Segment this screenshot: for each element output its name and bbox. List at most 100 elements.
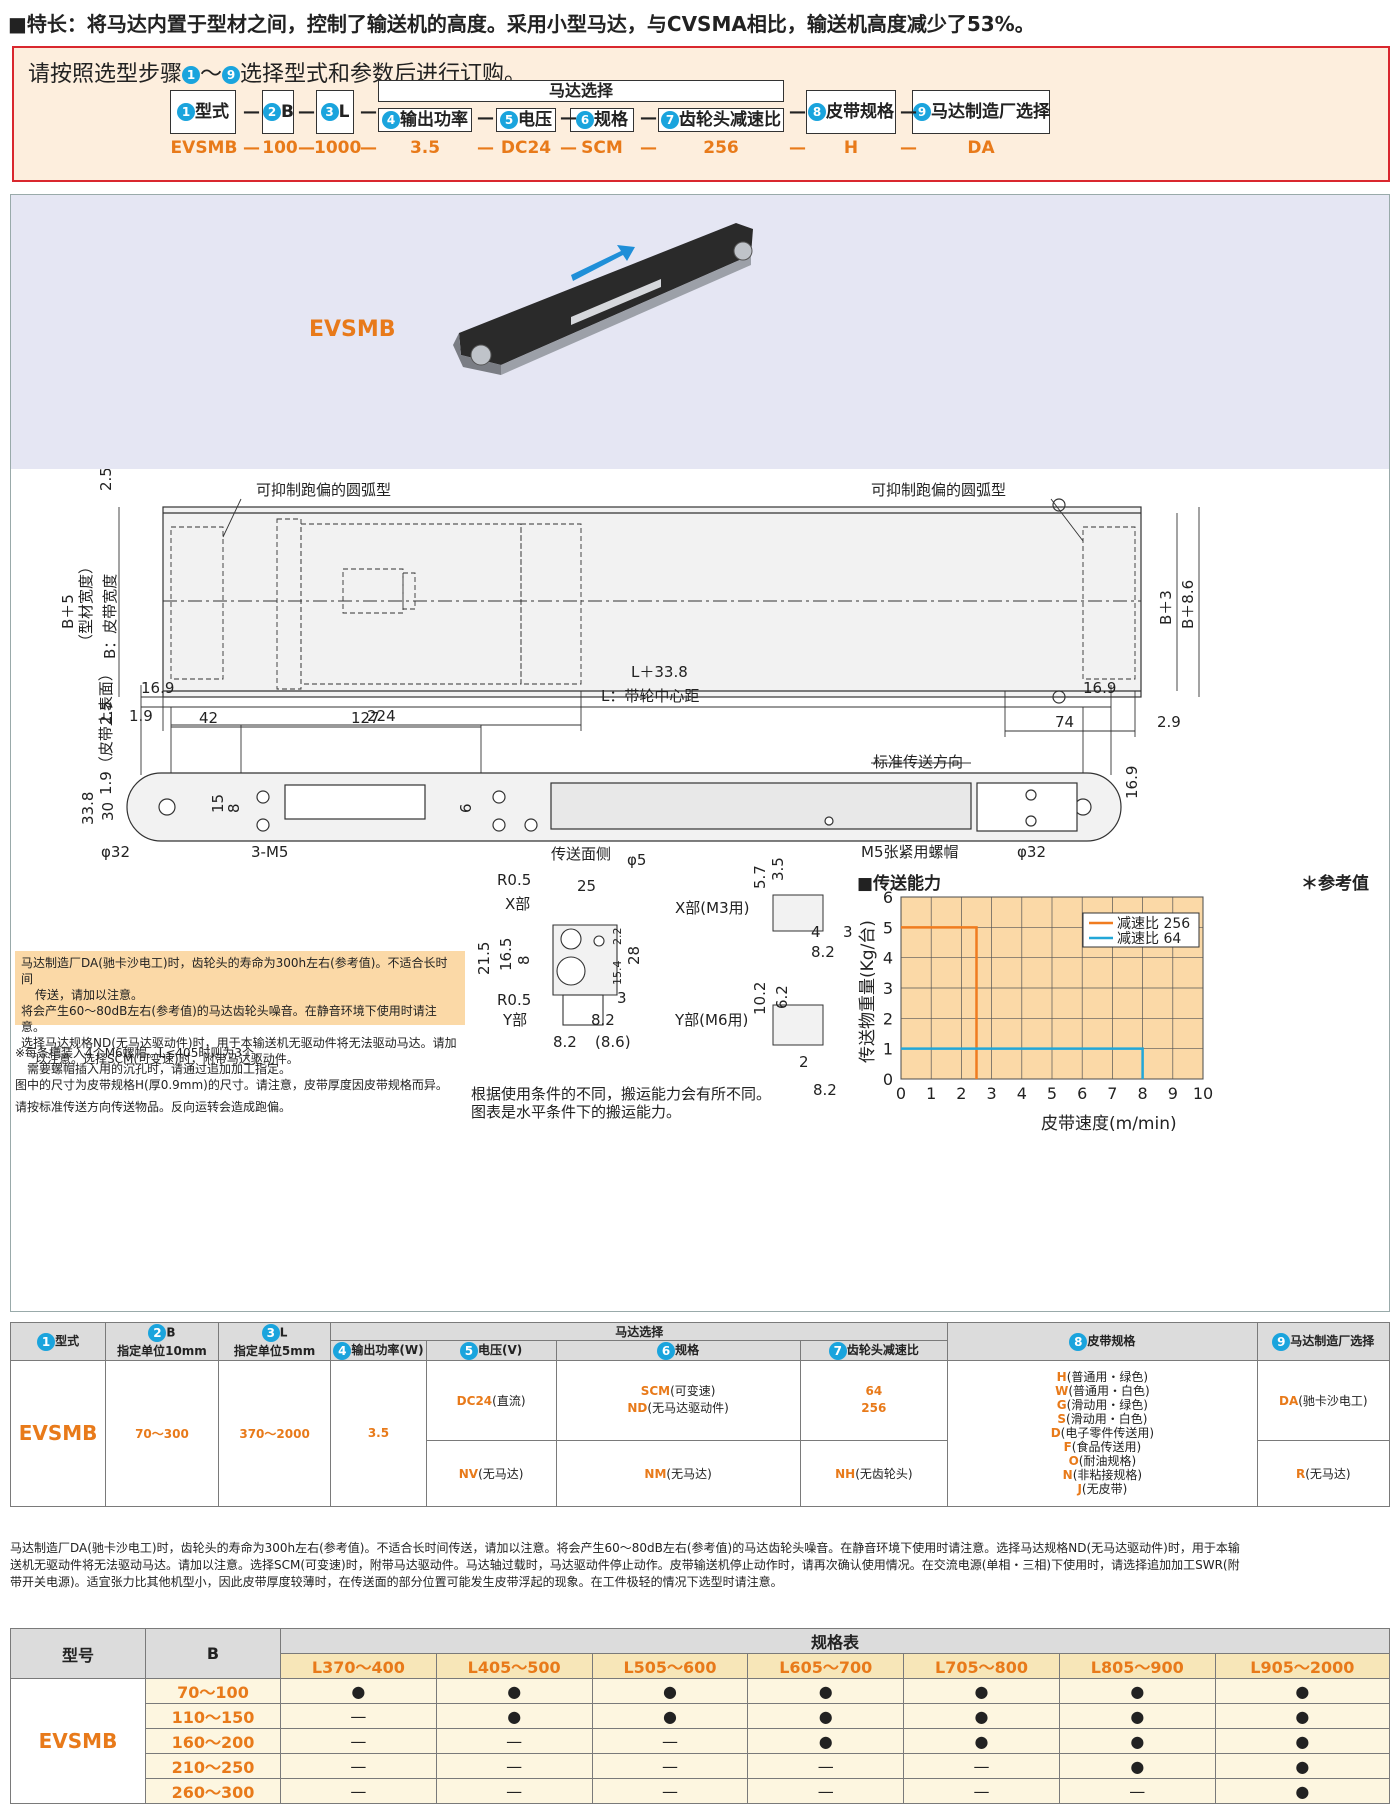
section-phi5: φ5 (627, 851, 646, 869)
param-example-7: 256 (703, 138, 739, 158)
maker-note: (驰卡沙电工) (1298, 1393, 1368, 1408)
section-dim-3: 3 (617, 989, 627, 1007)
num-badge: 1 (177, 103, 195, 121)
spec-th-model: 型号 (10, 1628, 146, 1679)
belt-desc: (滑动用・白色) (1066, 1412, 1148, 1426)
cross-section-drawing: 传送面侧 φ5 R0.5 25 X部 X部(M3用) R0.5 Y部 Y部(M6… (475, 845, 853, 1099)
x-dim-4: 4 (811, 923, 821, 941)
section-x-detail: X部(M3用) (675, 899, 749, 917)
chart-title: ■传送能力 (857, 873, 941, 894)
voltage-note: (直流) (492, 1393, 526, 1408)
frame-side (501, 255, 751, 375)
spec-note: (可变速) (670, 1384, 716, 1398)
param-separator: — (360, 102, 377, 122)
orange-note-line: 马达制造厂DA(驰卡沙电工)时，齿轮头的寿命为300h左右(参考值)。不适合长时… (21, 956, 448, 986)
spec-mark: — (280, 1753, 437, 1779)
center-notes: 根据使用条件的不同，搬运能力会有所不同。 图表是水平条件下的搬运能力。 (471, 1085, 871, 1121)
num-badge: 5 (459, 1341, 478, 1360)
spec-mark: ● (1214, 1753, 1391, 1779)
spec-th-spec: 规格表 (280, 1628, 1390, 1654)
spec-mark: — (435, 1728, 593, 1754)
maker-code: R (1295, 1466, 1306, 1481)
cell-maker-2: R(无马达) (1256, 1439, 1391, 1507)
spec-code: SCM (640, 1384, 671, 1398)
th-b-sub: 指定单位10mm (117, 1343, 207, 1358)
dim-33-8: 33.8 (79, 792, 97, 825)
x-dim-8-2: 8.2 (811, 943, 835, 961)
voltage-code: DC24 (456, 1393, 493, 1408)
chart-x-tick: 1 (926, 1084, 936, 1103)
selection-note-line: 带开关电源)。适宜张力比其他机型小，因此皮带厚度较薄时，在传送面的部分位置可能发… (10, 1575, 783, 1589)
small-note-line: ※每条槽装入4个M6螺帽。L≤405时则为3个。 (15, 1046, 266, 1060)
belt-item: J(无皮带) (948, 1482, 1256, 1496)
chart-x-tick: 9 (1168, 1084, 1178, 1103)
th-type-label: 型式 (55, 1334, 80, 1348)
section-dim-21-5: 21.5 (475, 942, 493, 975)
spec-mark: — (591, 1753, 749, 1779)
dim-L-plus-33-8: L＋33.8 (631, 665, 688, 681)
voltage-note: (无马达) (478, 1466, 524, 1481)
param-separator: — (789, 102, 806, 122)
small-note-line: 需要螺帽插入用的沉孔时，请通过追加加工指定。 (27, 1062, 292, 1076)
orange-note-box: 马达制造厂DA(驰卡沙电工)时，齿轮头的寿命为300h左右(参考值)。不适合长时… (15, 951, 465, 1066)
belt-code: G (1056, 1398, 1067, 1412)
belt-code: O (1068, 1454, 1079, 1468)
spec-mark: — (591, 1728, 749, 1754)
chart-x-tick: 8 (1138, 1084, 1148, 1103)
section-y-detail: Y部(M6用) (674, 1011, 748, 1029)
spec-mark: ● (903, 1678, 1060, 1704)
param-label: 齿轮头减速比 (679, 110, 781, 130)
belt-desc: (普通用・白色) (1068, 1384, 1150, 1398)
param-example-8: H (843, 138, 859, 158)
dim-16-9-left: 16.9 (141, 679, 174, 697)
spec-mark: — (435, 1778, 593, 1804)
spec-mark: ● (591, 1678, 749, 1704)
cell-power: 3.5 (330, 1359, 427, 1507)
order-title-tilde: ～ (200, 62, 223, 87)
spec-l-range: L705～800 (903, 1653, 1060, 1679)
dim-2-5-top: 2.5 (97, 469, 115, 491)
dim-2-9: 2.9 (1157, 713, 1181, 731)
chart-y-tick: 2 (883, 1009, 893, 1028)
belt-code: J (1077, 1482, 1082, 1496)
example-separator: — (243, 138, 260, 158)
spec-mark: — (280, 1728, 437, 1754)
param-separator: — (298, 102, 315, 122)
spec-mark: — (280, 1703, 437, 1729)
num-badge: 8 (1069, 1332, 1088, 1351)
ratio-note: (无齿轮头) (855, 1466, 913, 1481)
y-dim-6-2: 6.2 (773, 985, 791, 1009)
section-dim-2-2: 2.2 (611, 928, 624, 946)
th-maker-label: 马达制造厂选择 (1290, 1334, 1375, 1348)
th-l-sub: 指定单位5mm (233, 1343, 316, 1358)
chart-x-tick: 7 (1107, 1084, 1117, 1103)
param-separator: — (243, 102, 260, 122)
chart-legend (1082, 912, 1200, 948)
num-badge: 9 (222, 66, 241, 84)
belt-item: N(非粘接规格) (948, 1468, 1256, 1482)
orange-note-line: 将会产生60～80dB左右(参考值)的马达齿轮头噪音。在静音环境下使用时请注意。 (21, 1004, 437, 1034)
num-badge: 4 (382, 111, 400, 129)
x-dim-3-5: 3.5 (769, 857, 787, 881)
order-title-pre: 请按照选型步骤 (28, 62, 183, 87)
spec-mark: ● (1214, 1703, 1391, 1729)
belt-code: D (1050, 1426, 1061, 1440)
label-3-m5: 3-M5 (251, 843, 288, 861)
chart-y-tick: 6 (883, 888, 893, 907)
drawing-area: EVSMB (10, 194, 1390, 1312)
spec-note: (无马达驱动件) (647, 1401, 729, 1415)
belt-desc: (非粘接规格) (1072, 1468, 1143, 1482)
chart-ref-note: ＊参考值 (1301, 873, 1369, 894)
dim-42: 42 (199, 709, 218, 727)
section-dim-8: 8 (515, 955, 533, 965)
